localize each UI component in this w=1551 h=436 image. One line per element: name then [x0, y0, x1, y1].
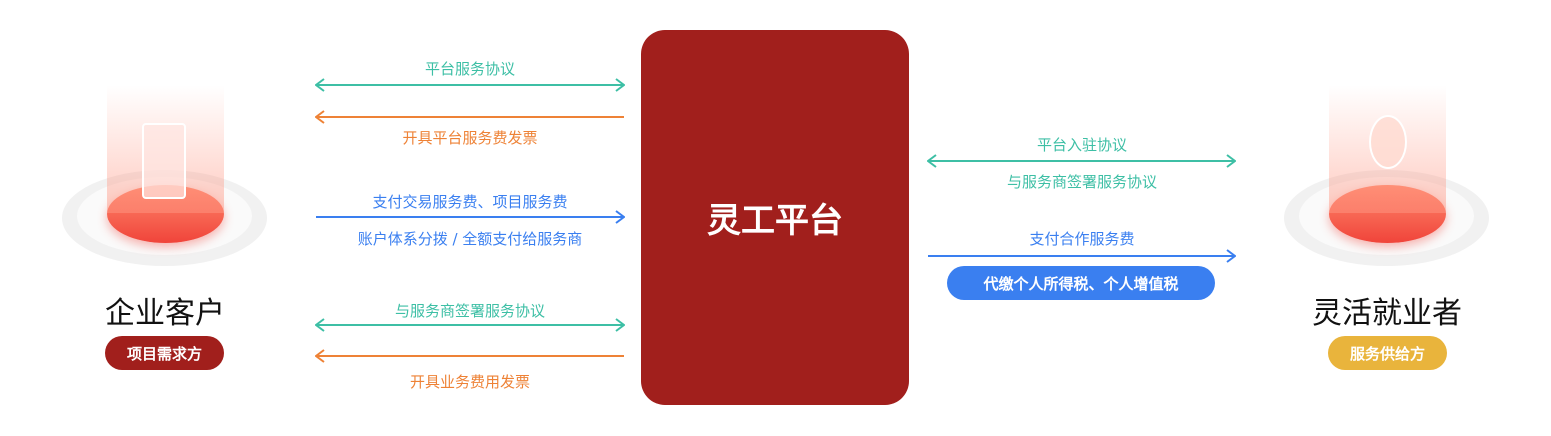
flow-label: 账户体系分拨 / 全额支付给服务商 — [357, 230, 583, 248]
flow-label: 开具平台服务费发票 — [402, 129, 538, 147]
flow-label: 与服务商签署服务协议 — [394, 302, 546, 320]
tax-badge-label: 代缴个人所得税、个人增值税 — [983, 274, 1179, 293]
flow-label: 平台入驻协议 — [1036, 136, 1128, 154]
enterprise-badge-label: 项目需求方 — [126, 344, 202, 363]
freelancer-illustration — [1284, 85, 1494, 275]
person-icon — [1369, 115, 1407, 169]
flow-label: 与服务商签署服务协议 — [1006, 173, 1158, 191]
platform-box: 灵工平台 — [641, 30, 909, 405]
flow-label: 支付交易服务费、项目服务费 — [372, 193, 568, 211]
flow-label: 开具业务费用发票 — [409, 373, 531, 391]
flow-label: 平台服务协议 — [424, 60, 516, 78]
freelancer-title: 灵活就业者 — [1312, 296, 1462, 331]
freelancer-badge: 服务供给方 — [1328, 336, 1447, 370]
flow-label: 支付合作服务费 — [1029, 230, 1135, 248]
enterprise-illustration — [62, 85, 272, 275]
platform-title: 灵工平台 — [707, 201, 843, 241]
tax-badge: 代缴个人所得税、个人增值税 — [947, 266, 1215, 300]
enterprise-title: 企业客户 — [105, 296, 225, 331]
enterprise-badge: 项目需求方 — [105, 336, 224, 370]
building-icon — [142, 123, 186, 199]
freelancer-badge-label: 服务供给方 — [1349, 344, 1425, 363]
